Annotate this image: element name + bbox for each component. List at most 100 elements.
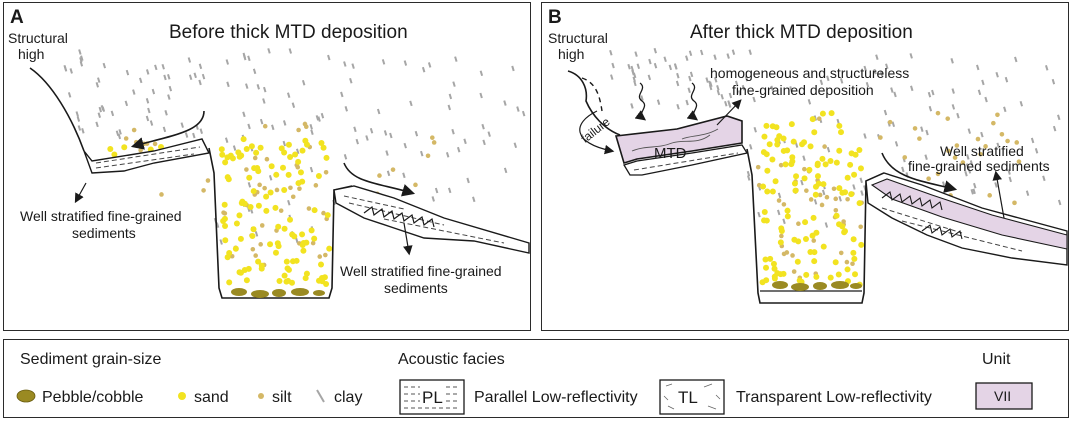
sand-dot bbox=[802, 236, 809, 243]
clay-dash bbox=[451, 128, 455, 135]
sand-dot bbox=[801, 175, 808, 182]
panel-a: A Before thick MTD deposition Structural… bbox=[3, 2, 531, 331]
sand-dot bbox=[790, 138, 797, 145]
sand-dot bbox=[295, 158, 302, 165]
panel-b: B After thick MTD deposition Structural … bbox=[541, 2, 1069, 331]
clay-dash bbox=[1014, 56, 1018, 63]
sand-dot bbox=[243, 277, 250, 284]
silt-dot bbox=[250, 246, 256, 252]
clay-dash bbox=[151, 88, 156, 95]
clay-dash bbox=[145, 115, 150, 122]
silt-dot bbox=[321, 210, 326, 216]
sand-dot bbox=[836, 185, 843, 192]
clay-dash bbox=[668, 64, 673, 71]
clay-dash bbox=[434, 187, 439, 194]
clay-dash bbox=[516, 106, 520, 112]
silt-dot bbox=[297, 186, 302, 191]
clay-dash bbox=[653, 47, 657, 54]
silt-dot bbox=[902, 155, 908, 160]
silt-dot bbox=[152, 141, 158, 147]
clay-dash bbox=[95, 121, 99, 128]
structural-high-slope bbox=[567, 70, 621, 136]
squiggle-arrow-2 bbox=[686, 82, 699, 121]
clay-dash bbox=[910, 85, 914, 92]
sand-dot bbox=[255, 168, 262, 175]
clay-dash bbox=[427, 62, 432, 68]
clay-dash bbox=[282, 140, 287, 147]
clay-dash bbox=[188, 74, 193, 81]
silt-dot bbox=[781, 202, 787, 207]
silt-dot bbox=[431, 140, 437, 145]
clay-dash bbox=[164, 110, 168, 116]
clay-dash bbox=[950, 58, 954, 64]
sand-dot bbox=[819, 110, 826, 117]
sand-dot bbox=[285, 266, 292, 273]
sand-dot bbox=[774, 141, 781, 148]
sand-dot bbox=[235, 149, 242, 156]
silt-dot bbox=[310, 240, 316, 246]
clay-dash bbox=[263, 86, 267, 93]
sand-dot bbox=[764, 167, 771, 174]
mtd-internal-lines bbox=[631, 128, 719, 152]
clay-dash bbox=[503, 167, 508, 174]
sand-dot bbox=[121, 144, 128, 151]
channel-outline bbox=[208, 147, 353, 299]
clay-dash bbox=[977, 89, 982, 96]
clay-dash bbox=[860, 190, 864, 196]
clay-dash bbox=[448, 93, 453, 100]
clay-dash bbox=[676, 103, 680, 110]
clay-dash bbox=[826, 146, 831, 153]
sand-dot bbox=[237, 235, 244, 242]
sand-dot bbox=[769, 156, 776, 163]
silt-dot bbox=[262, 123, 268, 129]
clay-dash bbox=[994, 182, 998, 188]
sand-dot bbox=[844, 174, 851, 181]
clay-dash bbox=[139, 77, 143, 84]
silt-dot bbox=[811, 238, 817, 243]
clay-dash bbox=[951, 88, 955, 94]
clay-dashes bbox=[609, 47, 1062, 228]
clay-dash bbox=[184, 132, 189, 138]
sand-dot bbox=[836, 122, 843, 129]
legend-grain-title: Sediment grain-size bbox=[20, 351, 162, 368]
silt-dot bbox=[323, 169, 329, 175]
sand-dot bbox=[318, 275, 325, 282]
pointer-homogeneous bbox=[716, 99, 742, 126]
silt-dot bbox=[796, 221, 801, 227]
clay-dash bbox=[472, 196, 476, 203]
sand-dot bbox=[793, 173, 800, 180]
silt-dot bbox=[850, 261, 855, 267]
clay-dash bbox=[102, 62, 107, 69]
sand-dot bbox=[238, 199, 245, 206]
sand-dot bbox=[822, 161, 829, 168]
clay-dash bbox=[996, 142, 1000, 149]
clay-dash bbox=[976, 64, 980, 71]
clay-dash bbox=[163, 74, 167, 81]
failure-arrow bbox=[579, 110, 615, 155]
clay-dash bbox=[1003, 106, 1007, 113]
sand-dot bbox=[324, 212, 331, 219]
clay-dash bbox=[414, 130, 419, 137]
clay-dash bbox=[883, 109, 888, 116]
clay-dash bbox=[343, 61, 347, 67]
sand-dot bbox=[762, 256, 769, 263]
clay-dash bbox=[1045, 65, 1049, 71]
sand-dot bbox=[236, 269, 243, 276]
clay-dash bbox=[365, 135, 369, 141]
clay-dash bbox=[448, 187, 452, 194]
sand-dot bbox=[247, 204, 254, 211]
clay-dash bbox=[859, 177, 863, 184]
clay-dash bbox=[633, 80, 637, 87]
clay-dash bbox=[951, 104, 956, 110]
silt-dot bbox=[778, 162, 784, 168]
clay-dash bbox=[863, 65, 867, 72]
sand-dot bbox=[856, 146, 863, 153]
sand-dot bbox=[778, 228, 785, 235]
silt-dot bbox=[779, 233, 784, 239]
sand-dot bbox=[760, 149, 767, 156]
clay-dash bbox=[198, 63, 203, 70]
clay-dash bbox=[78, 49, 82, 55]
clay-dash bbox=[386, 170, 391, 177]
sand-dot bbox=[250, 226, 257, 233]
silt-dot bbox=[201, 188, 206, 193]
